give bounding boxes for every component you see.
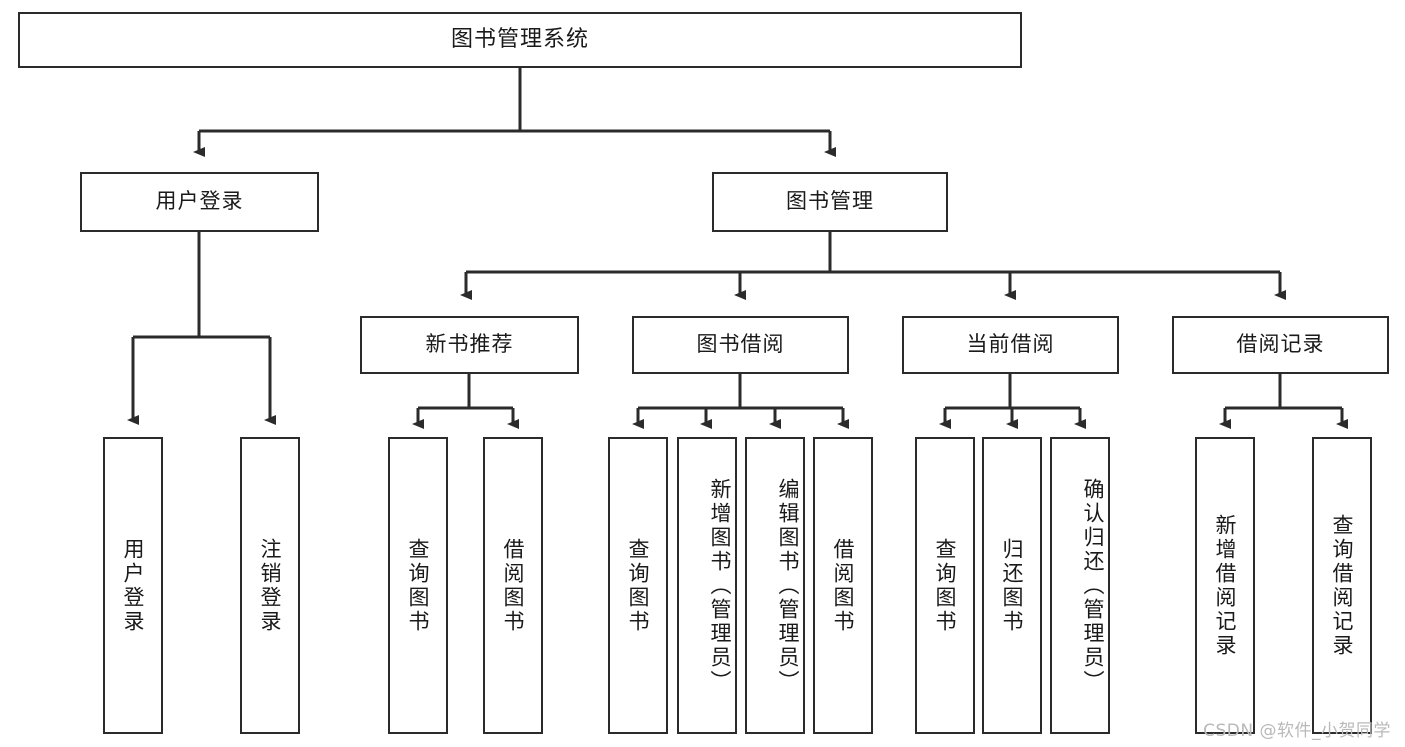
leaf-return-book[interactable]: 归还图书 (982, 437, 1042, 734)
leaf-query-book-borrow[interactable]: 查询图书 (608, 437, 668, 734)
watermark-text: CSDN @软件_小贺同学 (1203, 721, 1391, 741)
leaf-user-login[interactable]: 用户登录 (103, 437, 163, 734)
leaf-confirm-return-admin[interactable]: 确认归还（管理员） (1050, 437, 1110, 734)
node-borrow-record[interactable]: 借阅记录 (1172, 316, 1389, 374)
leaf-add-book-admin[interactable]: 新增图书（管理员） (677, 437, 737, 734)
leaf-query-borrow-record[interactable]: 查询借阅记录 (1312, 437, 1372, 734)
leaf-borrow-book[interactable]: 借阅图书 (813, 437, 873, 734)
leaf-add-borrow-record[interactable]: 新增借阅记录 (1195, 437, 1255, 734)
leaf-query-book-current[interactable]: 查询图书 (915, 437, 975, 734)
node-user-login[interactable]: 用户登录 (80, 172, 319, 232)
node-new-book-recommendation[interactable]: 新书推荐 (360, 316, 579, 374)
leaf-query-book-recommendation[interactable]: 查询图书 (388, 437, 448, 734)
node-book-borrow[interactable]: 图书借阅 (632, 316, 849, 374)
leaf-logout[interactable]: 注销登录 (240, 437, 300, 734)
leaf-edit-book-admin[interactable]: 编辑图书（管理员） (745, 437, 805, 734)
leaf-borrow-book-recommendation[interactable]: 借阅图书 (483, 437, 543, 734)
node-book-management[interactable]: 图书管理 (712, 172, 948, 232)
node-root-system[interactable]: 图书管理系统 (18, 12, 1022, 68)
node-current-borrow[interactable]: 当前借阅 (902, 316, 1119, 374)
